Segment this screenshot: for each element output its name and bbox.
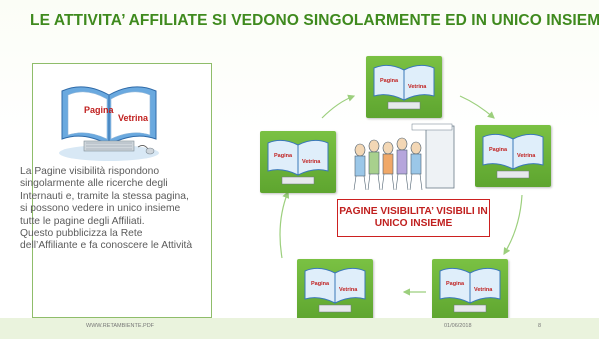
page-tile: Pagina Vetrina xyxy=(475,125,551,187)
footer-bar xyxy=(0,318,599,339)
book-label-left: Pagina xyxy=(84,105,115,115)
slide-title: LE ATTIVITA’ AFFILIATE SI VEDONO SINGOLA… xyxy=(30,12,599,29)
page-tile: Pagina Vetrina xyxy=(366,56,442,118)
book-illustration-icon: Pagina Vetrina xyxy=(373,64,435,110)
arrow-icon xyxy=(459,95,495,119)
footer-page-number: 8 xyxy=(538,323,542,329)
book-illustration-icon: Pagina Vetrina xyxy=(482,133,544,179)
tile-label-left: Pagina xyxy=(489,147,508,153)
page-tile: Pagina Vetrina xyxy=(260,131,336,193)
book-label-right: Vetrina xyxy=(118,113,149,123)
panel-text: La Pagine visibilità rispondono singolar… xyxy=(20,166,193,252)
tile-label-right: Vetrina xyxy=(517,153,536,159)
tile-label-left: Pagina xyxy=(446,281,465,287)
footer-date: 01/06/2018 xyxy=(444,323,472,329)
crowd-at-door-icon xyxy=(350,123,458,194)
book-illustration-icon: Pagina Vetrina xyxy=(267,139,329,185)
tile-label-right: Vetrina xyxy=(339,287,358,293)
book-illustration-icon: Pagina Vetrina xyxy=(304,267,366,313)
arrow-icon xyxy=(321,94,356,119)
arrow-icon xyxy=(279,190,290,259)
center-caption: PAGINE VISIBILITA’ VISIBILI IN UNICO INS… xyxy=(337,199,490,237)
footer-source: WWW.RETAMBIENTE.PDF xyxy=(86,323,155,329)
tile-label-left: Pagina xyxy=(274,153,293,159)
book-illustration-icon: Pagina Vetrina xyxy=(439,267,501,313)
page-tile: Pagina Vetrina xyxy=(297,259,373,321)
page-tile: Pagina Vetrina xyxy=(432,259,508,321)
book-illustration-icon: Pagina Vetrina xyxy=(59,86,159,161)
tile-label-right: Vetrina xyxy=(408,84,427,90)
tile-label-left: Pagina xyxy=(380,78,399,84)
tile-label-right: Vetrina xyxy=(302,159,321,165)
tile-label-left: Pagina xyxy=(311,281,330,287)
arrow-icon xyxy=(503,194,523,256)
tile-label-right: Vetrina xyxy=(474,287,493,293)
